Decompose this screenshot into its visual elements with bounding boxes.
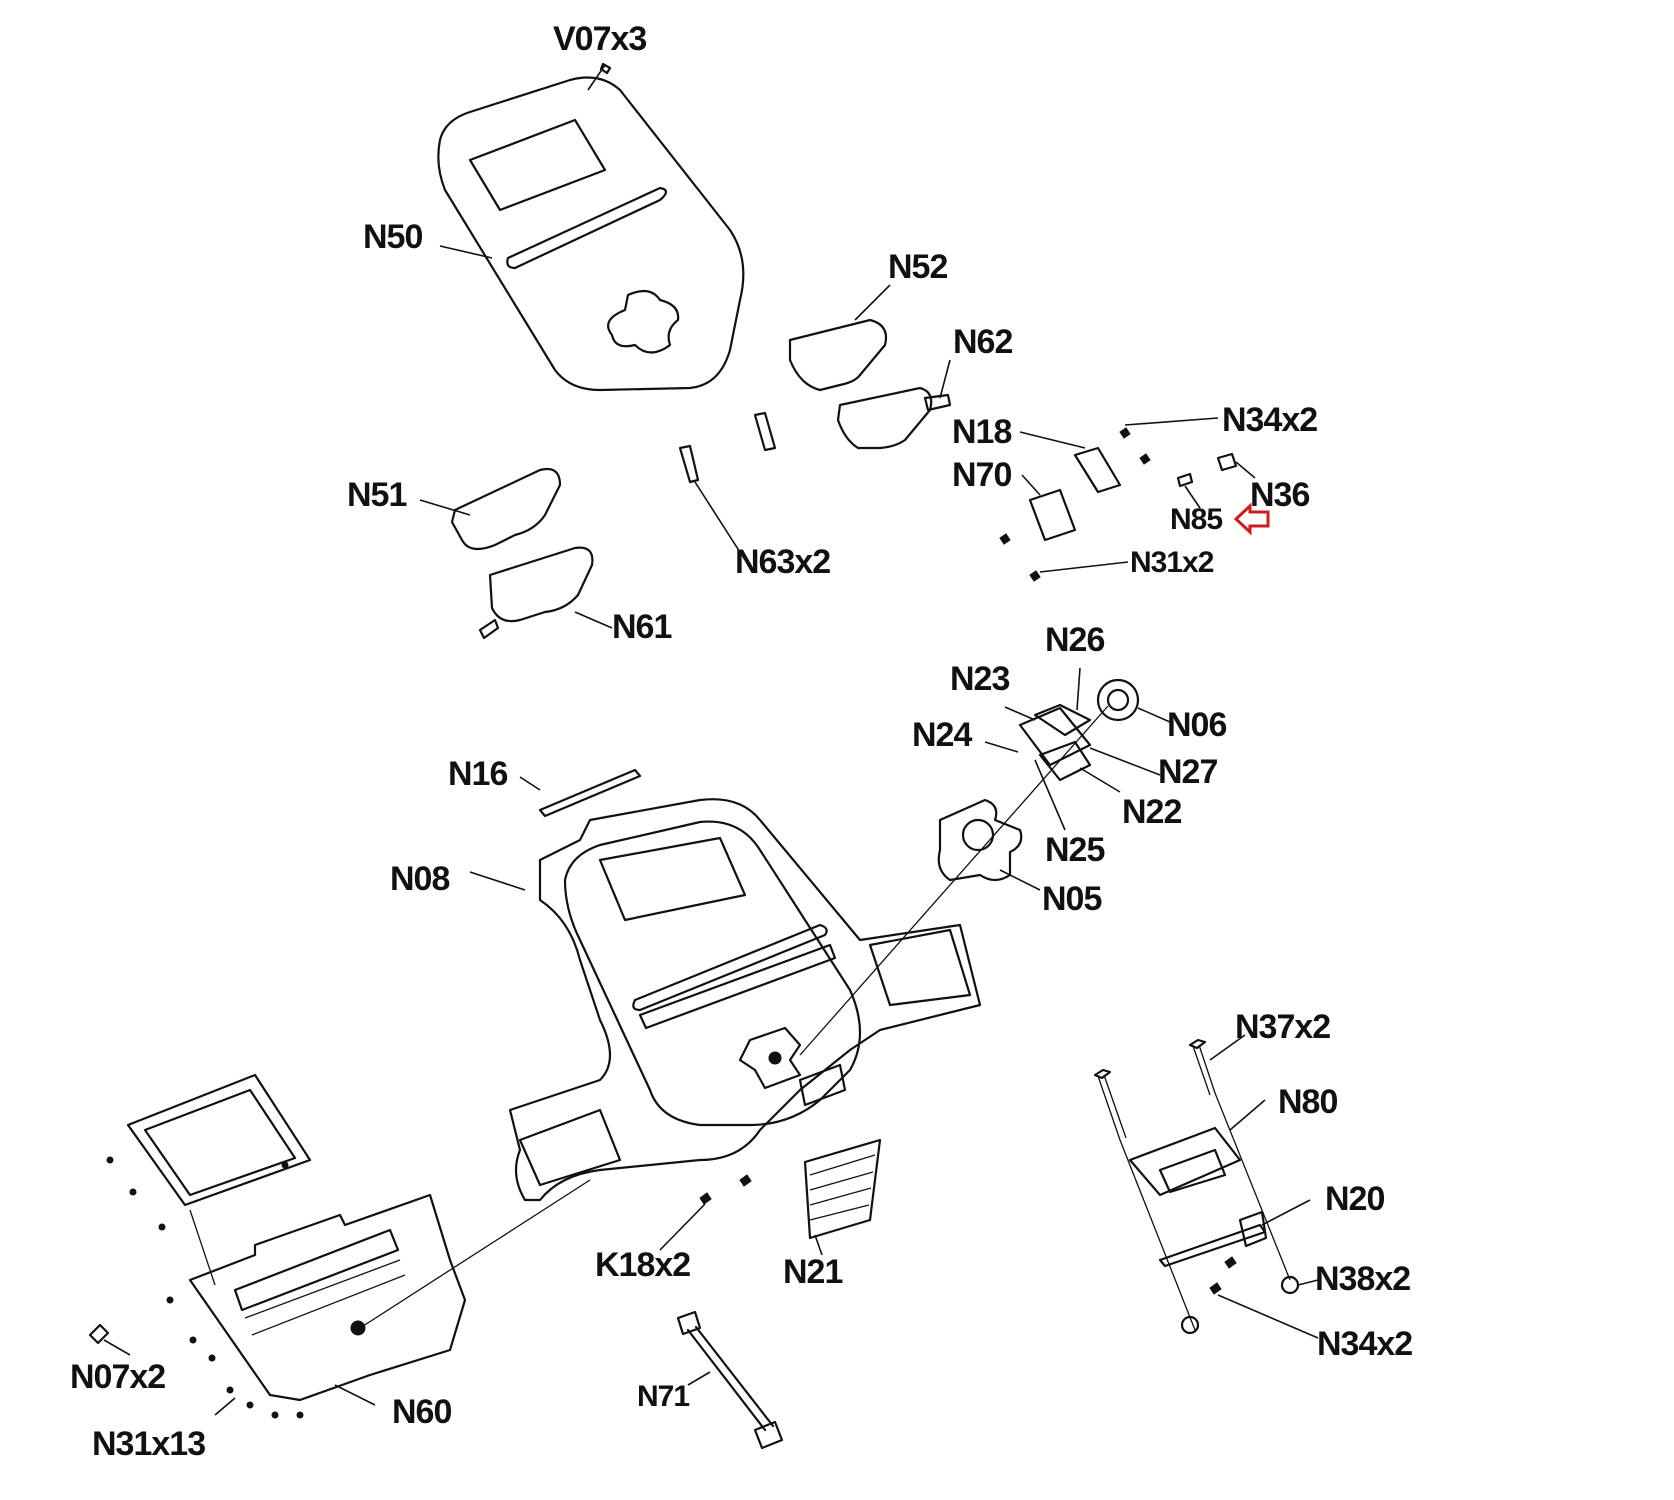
part-n50-overlay — [437, 62, 745, 392]
label-n60: N60 — [392, 1393, 452, 1431]
label-n85: N85 — [1170, 503, 1223, 536]
label-n20: N20 — [1325, 1180, 1385, 1218]
label-n71: N71 — [637, 1380, 690, 1413]
label-n21: N21 — [783, 1253, 843, 1291]
part-bracket-cluster — [999, 417, 1270, 582]
part-n63-ribbons — [678, 411, 777, 561]
label-n36: N36 — [1250, 476, 1310, 514]
label-n25: N25 — [1045, 831, 1105, 869]
label-n18: N18 — [952, 413, 1012, 451]
label-n08: N08 — [390, 860, 450, 898]
label-n26: N26 — [1045, 621, 1105, 659]
part-n71-cable — [676, 1310, 784, 1450]
part-n08-console — [469, 768, 982, 1256]
label-n61: N61 — [612, 608, 672, 646]
label-n24: N24 — [912, 716, 972, 754]
label-n31x2: N31x2 — [1130, 546, 1214, 579]
label-n06: N06 — [1167, 706, 1227, 744]
label-n52: N52 — [888, 248, 948, 286]
label-k18x2: K18x2 — [595, 1246, 691, 1284]
label-n23: N23 — [950, 660, 1010, 698]
label-n27: N27 — [1158, 753, 1218, 791]
part-n80-bracket — [1093, 1034, 1319, 1339]
label-n50: N50 — [363, 218, 423, 256]
label-n63x2: N63x2 — [735, 543, 831, 581]
label-n34x2-top: N34x2 — [1222, 401, 1318, 439]
label-n31x13: N31x13 — [92, 1425, 206, 1463]
highlight-arrow-icon — [1233, 502, 1270, 536]
label-n37x2: N37x2 — [1235, 1008, 1331, 1046]
label-v07x3: V07x3 — [553, 20, 647, 58]
label-n80: N80 — [1278, 1083, 1338, 1121]
label-n05: N05 — [1042, 880, 1102, 918]
part-n60-pcb — [88, 1073, 591, 1419]
part-n51-n61 — [419, 467, 613, 640]
label-n51: N51 — [347, 476, 407, 514]
label-n38x2: N38x2 — [1315, 1260, 1411, 1298]
part-n52-n62 — [788, 284, 952, 450]
label-n34x2-bottom: N34x2 — [1317, 1325, 1413, 1363]
label-n62: N62 — [953, 323, 1013, 361]
label-n07x2: N07x2 — [70, 1358, 166, 1396]
part-knob-cluster — [799, 667, 1171, 1056]
label-n22: N22 — [1122, 793, 1182, 831]
label-n70: N70 — [952, 456, 1012, 494]
label-n16: N16 — [448, 755, 508, 793]
